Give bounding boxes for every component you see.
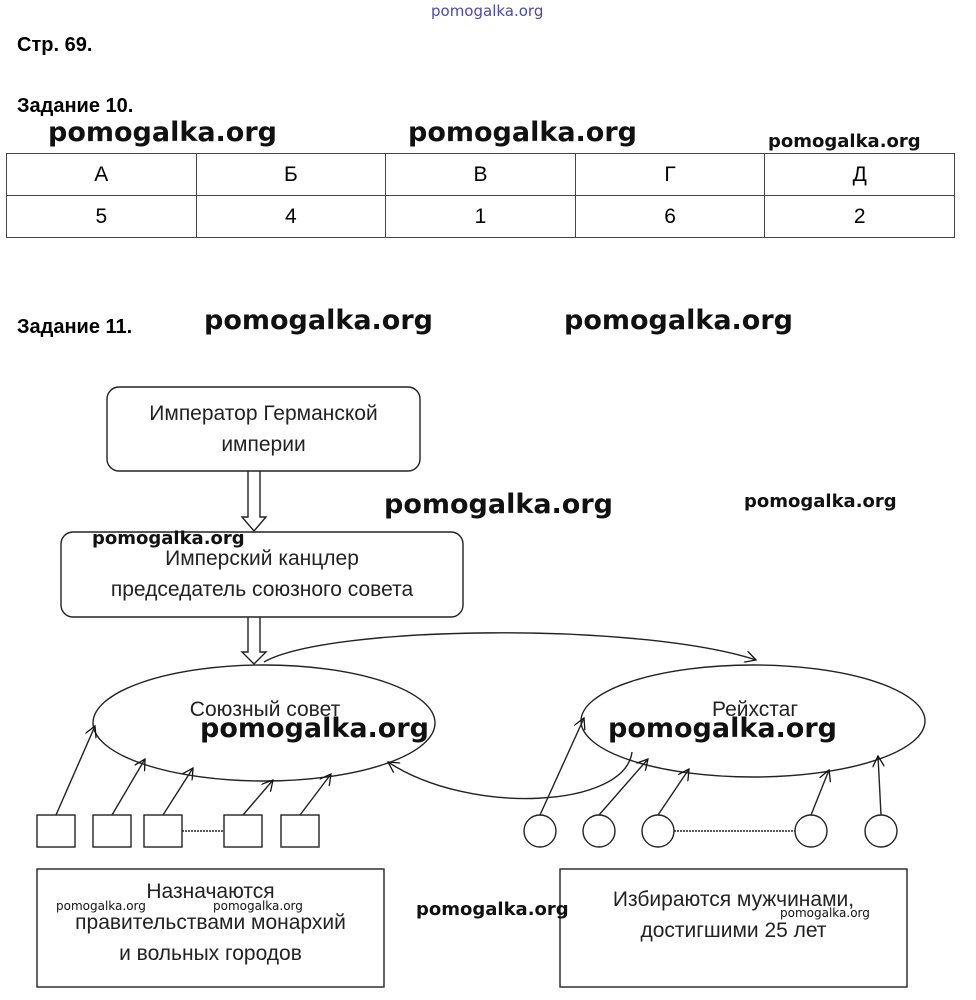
- square-arrow: [299, 774, 331, 816]
- emperor-box: [106, 386, 421, 472]
- voter-circle: [582, 814, 616, 848]
- state-square: [143, 814, 183, 848]
- state-square: [36, 814, 76, 848]
- state-square: [92, 814, 132, 848]
- square-arrow: [162, 768, 193, 816]
- watermark: pomogalka.org: [48, 117, 277, 148]
- chancellor-label-line: Имперский канцлер: [165, 547, 359, 570]
- state-square: [280, 814, 320, 848]
- square-arrow: [55, 726, 95, 816]
- chancellor-box: [60, 531, 464, 618]
- chancellor-reichstag-arrow: [263, 632, 756, 662]
- watermark: pomogalka.org: [200, 713, 429, 744]
- reichstag-label: Рейхстаг: [712, 698, 798, 721]
- watermark: pomogalka.org: [768, 131, 921, 152]
- answer-table: А Б В Г Д 5 4 1 6 2: [6, 153, 955, 238]
- watermark: pomogalka.org: [744, 491, 897, 512]
- voter-circle: [523, 814, 557, 848]
- chancellor-label: Имперский канцлер председатель союзного …: [61, 543, 463, 605]
- voter-circle: [864, 814, 898, 848]
- right-note-line: Избираются мужчинами,: [612, 888, 855, 911]
- table-header-cell: Г: [574, 153, 766, 196]
- table-header-cell: Д: [764, 153, 955, 196]
- voter-circle: [641, 814, 675, 848]
- federal-council-label: Союзный совет: [189, 698, 341, 721]
- emperor-label-line: Император Германской: [149, 402, 378, 425]
- emperor-label-line: империи: [221, 433, 306, 456]
- left-note-line: и вольных городов: [119, 942, 302, 965]
- hollow-arrow-down: [240, 617, 268, 665]
- table-row: 5 4 1 6 2: [6, 195, 955, 238]
- table-cell: 4: [195, 195, 387, 238]
- circle-arrow: [598, 759, 648, 816]
- right-note-label: Избираются мужчинами, достигшими 25 лет: [560, 884, 907, 946]
- chancellor-label-line: председатель союзного совета: [110, 578, 414, 601]
- right-note-box: [559, 868, 908, 988]
- table-cell: 5: [6, 195, 197, 238]
- hollow-arrow-down: [240, 471, 268, 533]
- left-note-label: Назначаются правительствами монархий и в…: [37, 876, 384, 969]
- square-arrow: [111, 759, 145, 816]
- circle-arrow: [810, 770, 829, 816]
- task10-title: Задание 10.: [17, 95, 134, 117]
- emperor-label: Император Германской империи: [107, 398, 420, 460]
- page-heading: Стр. 69.: [17, 34, 93, 56]
- reichstag-council-arrow: [388, 751, 633, 800]
- left-note-box: [36, 868, 385, 988]
- table-cell: 2: [764, 195, 955, 238]
- left-note-line: правительствами монархий: [75, 911, 346, 934]
- circle-arrow: [878, 756, 881, 816]
- left-note-line: Назначаются: [146, 880, 275, 903]
- table-header-cell: В: [385, 153, 576, 196]
- watermark: pomogalka.org: [384, 489, 613, 520]
- circle-arrow: [657, 769, 689, 816]
- table-cell: 6: [574, 195, 766, 238]
- watermark: pomogalka.org: [408, 117, 637, 148]
- watermark: pomogalka.org: [780, 906, 870, 920]
- table-header-cell: Б: [195, 153, 387, 196]
- watermark: pomogalka.org: [416, 899, 569, 920]
- watermark: pomogalka.org: [213, 899, 303, 913]
- table-cell: 1: [385, 195, 576, 238]
- watermark: pomogalka.org: [204, 305, 433, 336]
- watermark-top: pomogalka.org: [431, 2, 544, 20]
- watermark: pomogalka.org: [564, 305, 793, 336]
- state-square: [223, 814, 263, 848]
- watermark: pomogalka.org: [608, 713, 837, 744]
- watermark: pomogalka.org: [92, 528, 245, 549]
- task11-title: Задание 11.: [17, 316, 133, 338]
- watermark: pomogalka.org: [56, 899, 146, 913]
- circle-arrow: [539, 718, 584, 816]
- square-arrow: [242, 780, 273, 816]
- voter-circle: [794, 814, 828, 848]
- right-note-line: достигшими 25 лет: [640, 919, 827, 942]
